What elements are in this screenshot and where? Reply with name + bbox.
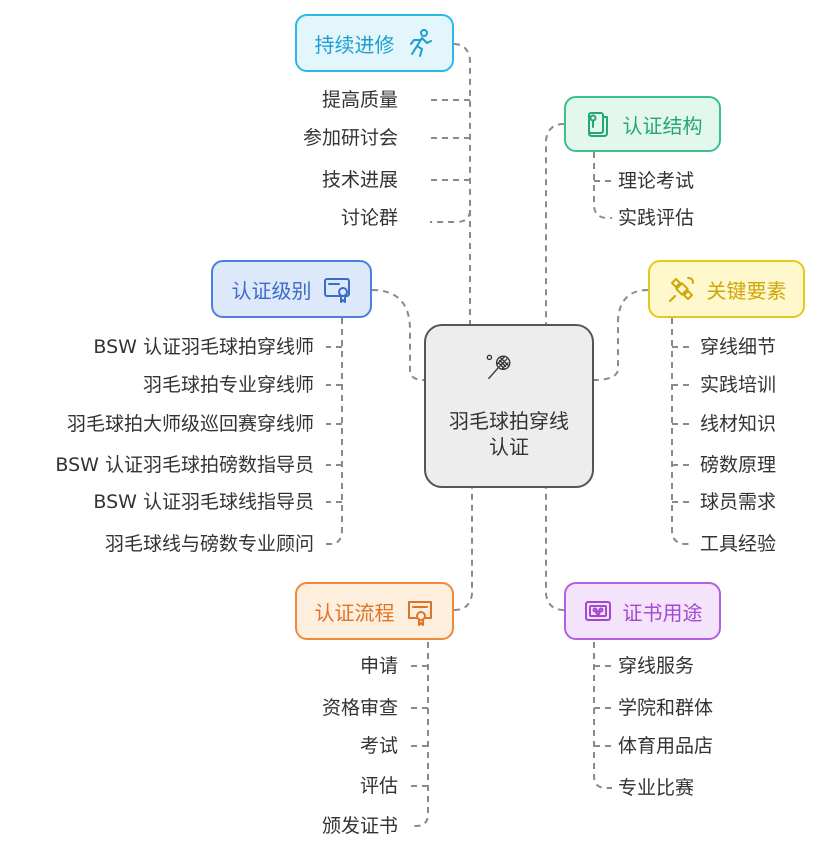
leaf-process-5: 颁发证书 [321, 815, 398, 837]
leaf-structure-1: 理论考试 [618, 170, 695, 192]
framed-picture-icon [583, 596, 613, 626]
branch-elements-node: 关键要素 [648, 260, 805, 318]
branch-continuing-node: 持续进修 [295, 14, 454, 72]
central-topic-title: 羽毛球拍穿线认证 [449, 409, 569, 459]
leaf-elements-6: 工具经验 [700, 533, 777, 555]
branch-uses-title: 证书用途 [622, 600, 703, 625]
leaf-uses-4: 专业比赛 [618, 777, 695, 799]
leaf-process-1: 申请 [359, 655, 398, 677]
certificate-icon [322, 274, 352, 304]
leaf-elements-2: 实践培训 [700, 374, 777, 396]
leaf-levels-6: 羽毛球线与磅数专业顾问 [104, 533, 314, 555]
leaf-process-3: 考试 [359, 735, 398, 757]
leaf-process-2: 资格审查 [321, 697, 398, 719]
leaf-uses-3: 体育用品店 [618, 735, 714, 757]
scroll-icon [583, 109, 613, 139]
leaf-continuing-2: 参加研讨会 [302, 127, 398, 149]
branch-structure-node: 认证结构 [564, 96, 721, 152]
branch-continuing-title: 持续进修 [314, 32, 395, 57]
branch-levels-title: 认证级别 [231, 278, 312, 303]
racket-shuttle-icon [484, 352, 534, 402]
satellite-icon [667, 274, 697, 304]
diploma-icon [405, 596, 435, 626]
leaf-continuing-1: 提高质量 [321, 89, 398, 111]
leaf-elements-4: 磅数原理 [700, 454, 777, 476]
leaf-levels-5: BSW 认证羽毛球线指导员 [93, 491, 314, 513]
leaf-continuing-4: 讨论群 [340, 207, 398, 229]
leaf-uses-1: 穿线服务 [618, 655, 695, 677]
leaf-levels-4: BSW 认证羽毛球拍磅数指导员 [55, 454, 314, 476]
leaf-continuing-3: 技术进展 [321, 169, 398, 191]
runner-icon [405, 28, 435, 58]
leaf-levels-2: 羽毛球拍专业穿线师 [142, 374, 314, 396]
leaf-elements-5: 球员需求 [700, 491, 777, 513]
branch-elements-title: 关键要素 [706, 278, 787, 303]
leaf-uses-2: 学院和群体 [618, 697, 714, 719]
branch-structure-title: 认证结构 [622, 113, 703, 138]
leaf-elements-1: 穿线细节 [700, 336, 777, 358]
branch-process-title: 认证流程 [314, 600, 395, 625]
leaf-structure-2: 实践评估 [618, 207, 695, 229]
branch-levels-node: 认证级别 [211, 260, 372, 318]
leaf-elements-3: 线材知识 [700, 413, 777, 435]
leaf-levels-1: BSW 认证羽毛球拍穿线师 [93, 336, 314, 358]
leaf-levels-3: 羽毛球拍大师级巡回赛穿线师 [66, 413, 314, 435]
branch-process-node: 认证流程 [295, 582, 454, 640]
central-topic-node: 羽毛球拍穿线认证 [424, 324, 594, 488]
leaf-process-4: 评估 [359, 775, 398, 797]
branch-uses-node: 证书用途 [564, 582, 721, 640]
